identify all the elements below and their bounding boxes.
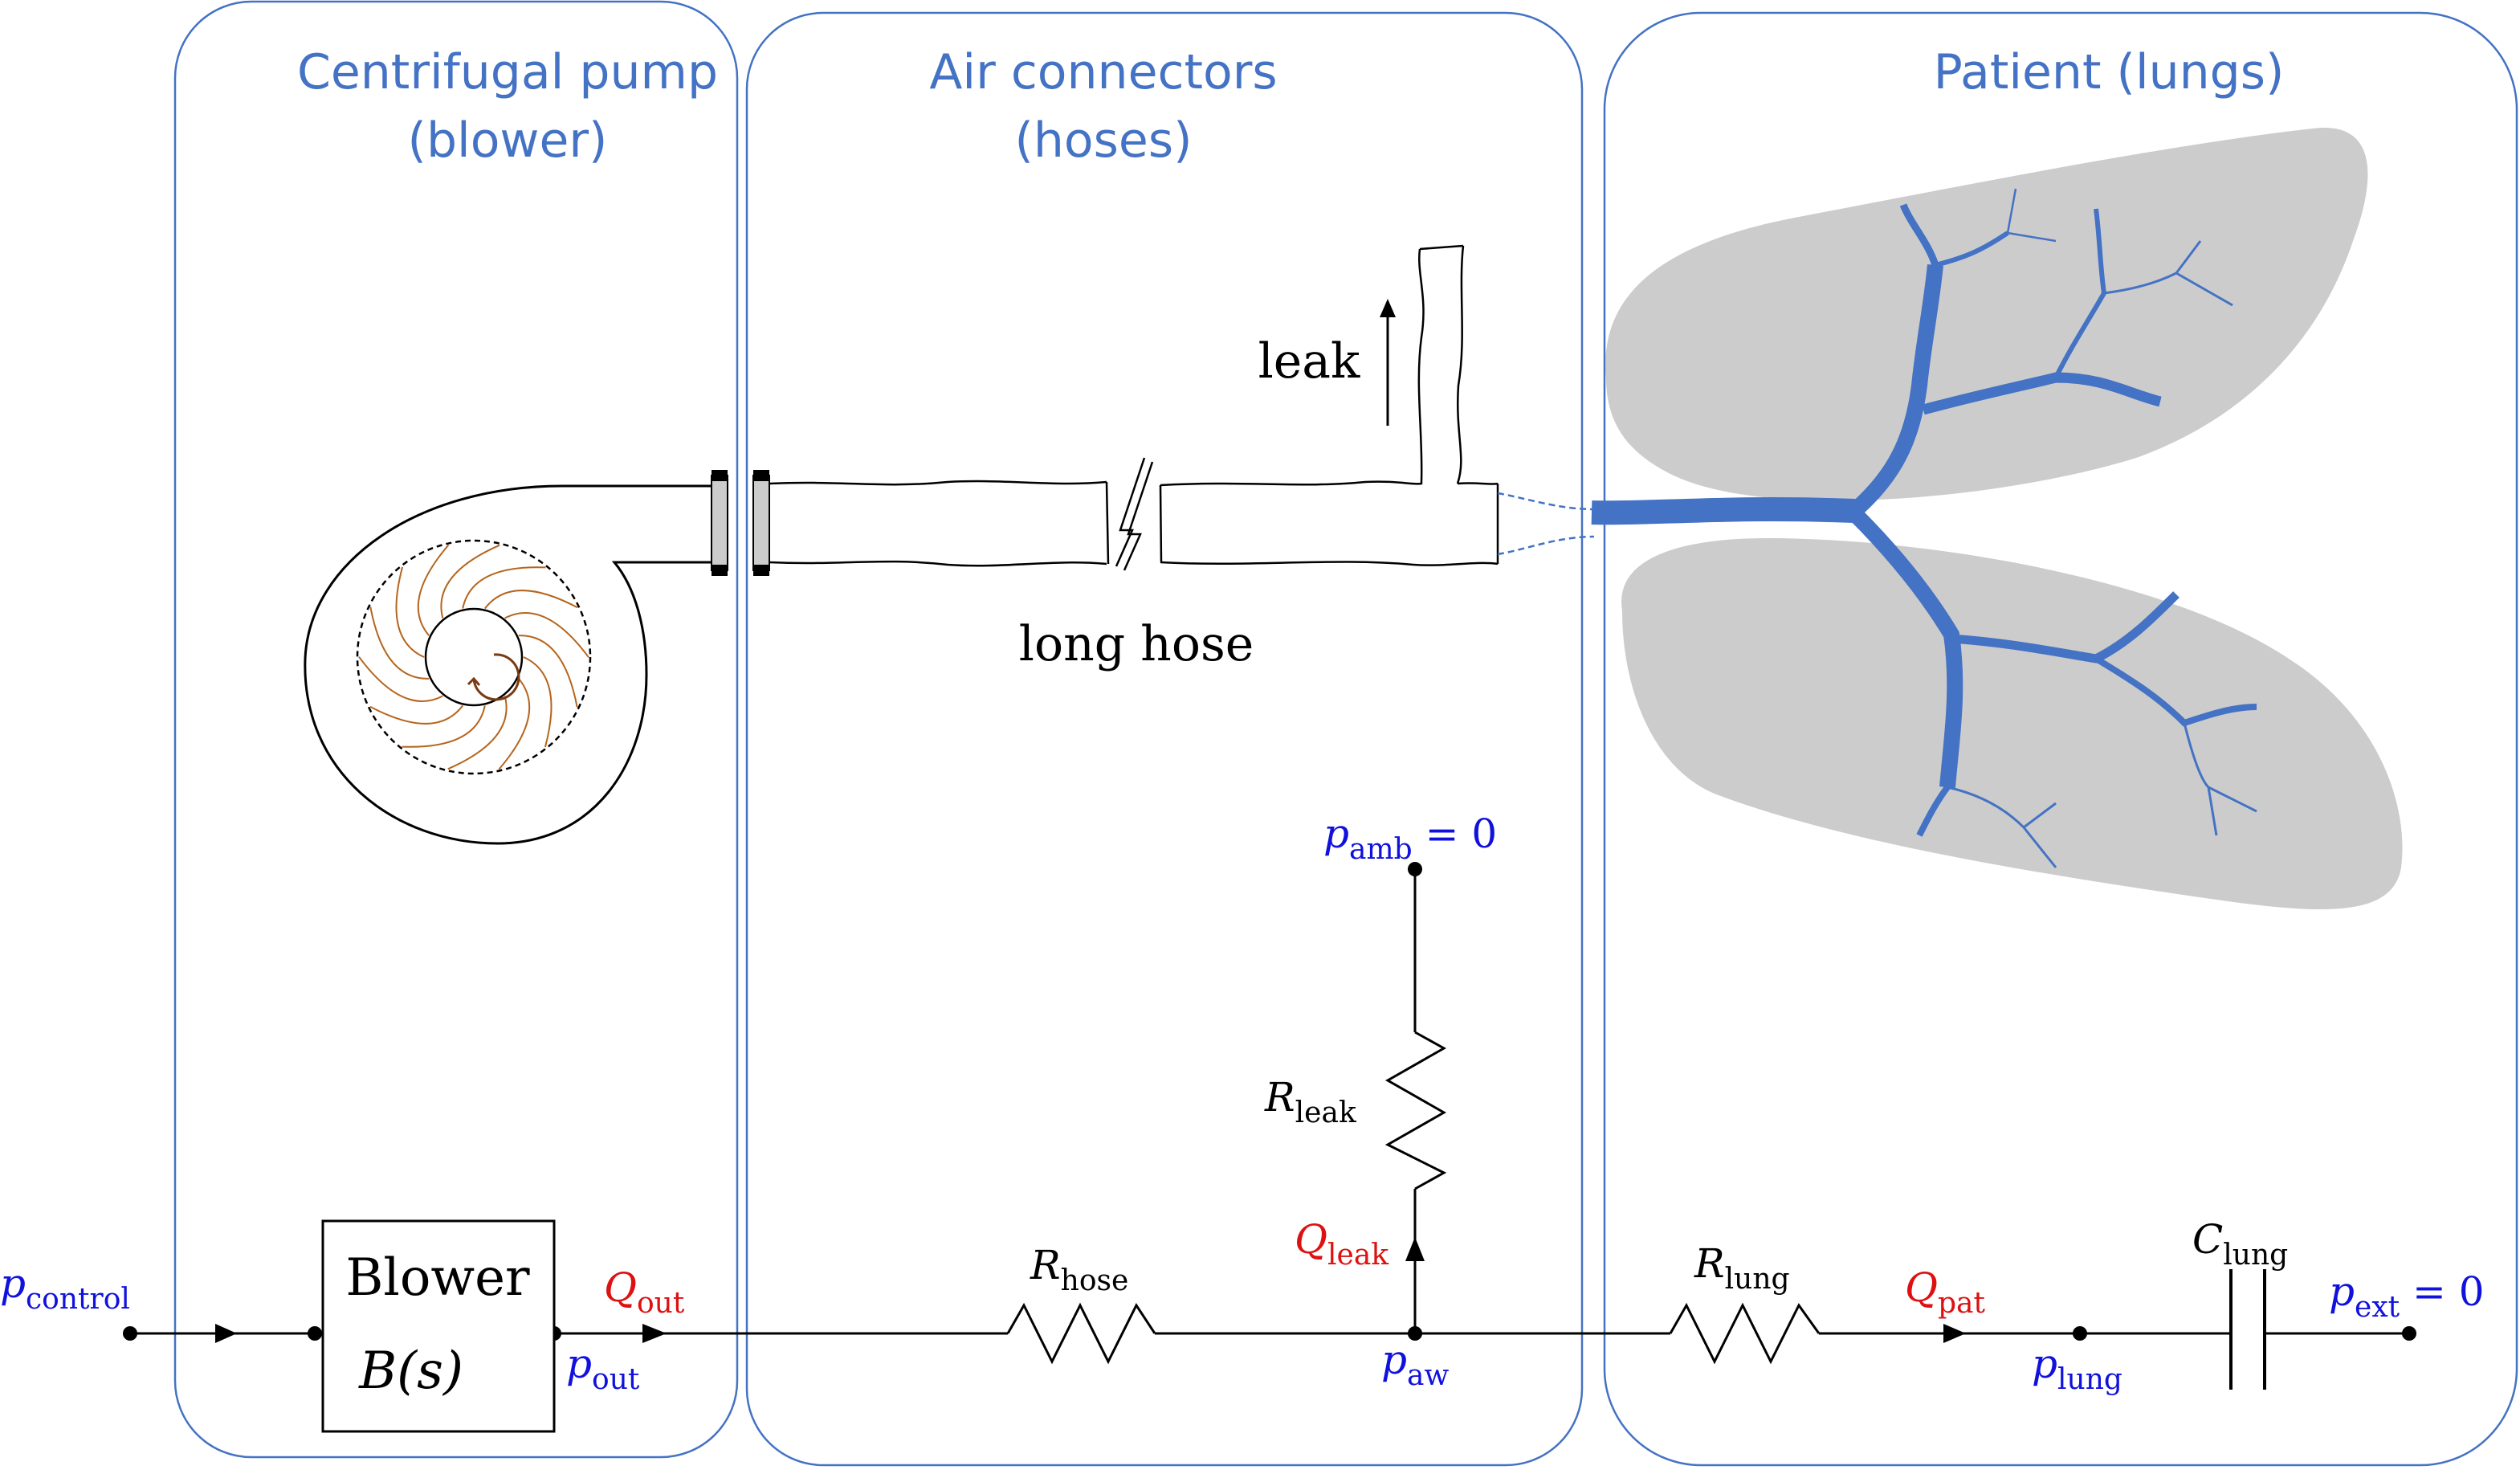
panel-pump-title-2: (blower) — [408, 112, 608, 169]
hose-icon — [769, 244, 1595, 571]
impeller-blade — [369, 606, 430, 680]
panel-patient: Patient (lungs) — [1603, 11, 2518, 1467]
blower-block-transfer: B(s) — [358, 1341, 463, 1401]
impeller-blade — [498, 678, 531, 770]
impeller-blade — [484, 590, 578, 610]
label-r-hose: Rhose — [1030, 1242, 1128, 1297]
panel-hoses: Air connectors (hoses) — [745, 11, 1584, 1467]
impeller-blade — [462, 566, 546, 609]
impeller-blade — [369, 704, 463, 725]
long-hose-label: long hose — [1019, 616, 1254, 672]
panel-patient-title-1: Patient (lungs) — [1934, 44, 2285, 100]
label-c-lung: Clung — [2192, 1216, 2288, 1272]
label-p-out: pout — [566, 1341, 640, 1396]
centrifugal-pump-icon — [304, 470, 770, 845]
impeller-blade — [358, 656, 443, 702]
panel-hoses-title-1: Air connectors — [929, 44, 1277, 100]
panel-pump: Centrifugal pump (blower) — [173, 0, 739, 1459]
impeller-blade — [504, 612, 589, 658]
impeller-blade — [402, 705, 486, 748]
label-q-pat: Qpat — [1905, 1264, 1986, 1320]
blower-block: Blower B(s) — [321, 1219, 556, 1433]
label-p-amb: pamb = 0 — [1323, 810, 1497, 866]
impeller-blade — [395, 566, 425, 658]
impeller-blade — [518, 635, 578, 708]
label-r-lung: Rlung — [1694, 1240, 1790, 1296]
leak-label: leak — [1258, 333, 1360, 390]
label-q-out: Qout — [604, 1264, 685, 1320]
label-p-aw: paw — [1381, 1337, 1449, 1392]
panel-pump-title-1: Centrifugal pump — [297, 44, 718, 100]
impeller-blade — [417, 544, 450, 636]
circuit-arrows — [215, 1237, 1966, 1343]
impeller-blade — [523, 656, 553, 748]
impeller-blade — [447, 696, 508, 770]
label-p-lung: plung — [2032, 1341, 2122, 1396]
impeller-blade — [440, 544, 500, 619]
label-q-leak: Qleak — [1295, 1216, 1389, 1272]
label-p-control: pcontrol — [0, 1260, 130, 1316]
blower-block-title: Blower — [345, 1248, 530, 1308]
label-p-ext: pext = 0 — [2329, 1268, 2485, 1324]
panel-hoses-title-2: (hoses) — [1015, 112, 1193, 169]
label-r-leak: Rleak — [1264, 1074, 1357, 1129]
lungs-icon — [1591, 128, 2403, 909]
